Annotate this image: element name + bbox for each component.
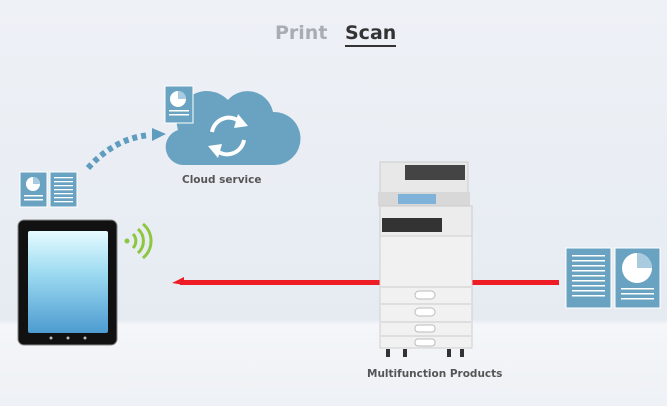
paper-documents-icon — [565, 247, 661, 309]
scan-direction-arrow — [172, 277, 559, 285]
pie-document-icon — [164, 85, 194, 124]
tablet-icon — [17, 219, 118, 346]
tab-print[interactable]: Print — [275, 22, 328, 44]
arrowhead — [152, 128, 166, 141]
wifi-icon — [124, 222, 153, 260]
tab-scan[interactable]: Scan — [345, 22, 397, 47]
multifunction-printer-icon — [378, 161, 473, 357]
tablet-documents-icon — [19, 171, 78, 208]
upload-dotted-arrow — [85, 132, 151, 171]
cloud-icon — [165, 91, 301, 165]
multifunction-products-label: Multifunction Products — [367, 368, 503, 380]
cloud-service-label: Cloud service — [182, 174, 262, 186]
